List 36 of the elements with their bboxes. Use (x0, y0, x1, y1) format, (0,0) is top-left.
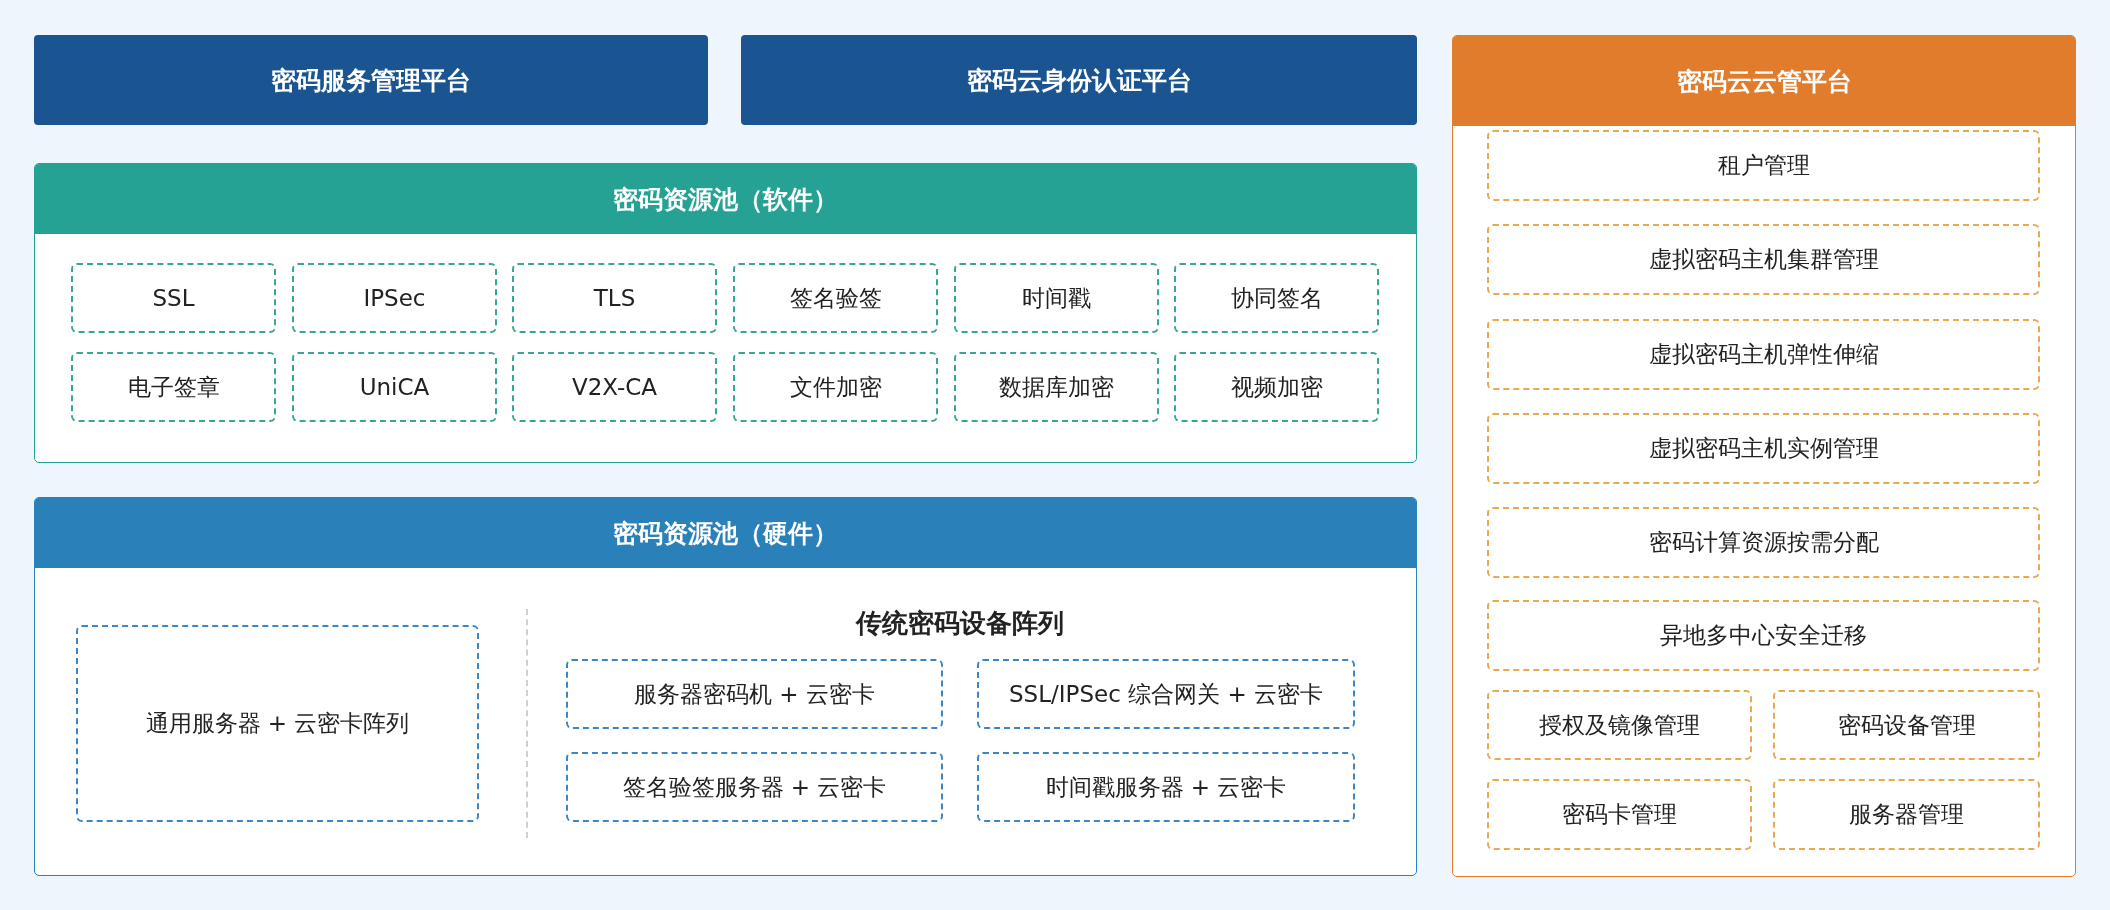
dashed-box: 服务器密码机 + 云密卡 (566, 659, 943, 729)
dashed-box: SSL (71, 263, 276, 333)
dashed-box: 异地多中心安全迁移 (1487, 600, 2040, 671)
dashed-box: 协同签名 (1174, 263, 1379, 333)
panel (34, 163, 1417, 463)
panel (1452, 35, 2076, 877)
dashed-box: V2X-CA (512, 352, 717, 422)
dashed-box: 时间戳 (954, 263, 1159, 333)
dashed-box: 时间戳服务器 + 云密卡 (977, 752, 1355, 822)
dashed-box: SSL/IPSec 综合网关 + 云密卡 (977, 659, 1355, 729)
dashed-box: UniCA (292, 352, 497, 422)
dashed-box: 授权及镜像管理 (1487, 690, 1752, 760)
dashed-box: 租户管理 (1487, 130, 2040, 201)
dashed-box: 通用服务器 + 云密卡阵列 (76, 625, 479, 822)
dashed-box: 密码卡管理 (1487, 779, 1752, 850)
panel-header: 密码资源池（硬件） (35, 498, 1416, 568)
dashed-box: TLS (512, 263, 717, 333)
dashed-box: 虚拟密码主机实例管理 (1487, 413, 2040, 484)
platform-bar: 密码云身份认证平台 (741, 35, 1417, 125)
dashed-box: 数据库加密 (954, 352, 1159, 422)
dashed-box: 密码设备管理 (1773, 690, 2040, 760)
dashed-box: 签名验签 (733, 263, 938, 333)
dashed-box: IPSec (292, 263, 497, 333)
dashed-box: 密码计算资源按需分配 (1487, 507, 2040, 578)
platform-bar: 密码服务管理平台 (34, 35, 708, 125)
panel-header: 密码资源池（软件） (35, 164, 1416, 234)
dashed-box: 视频加密 (1174, 352, 1379, 422)
dashed-box: 签名验签服务器 + 云密卡 (566, 752, 943, 822)
dashed-box: 电子签章 (71, 352, 276, 422)
group-heading: 传统密码设备阵列 (854, 607, 1065, 640)
panel-header: 密码云云管平台 (1453, 36, 2075, 126)
panel (34, 497, 1417, 876)
dashed-box: 服务器管理 (1773, 779, 2040, 850)
dashed-box: 虚拟密码主机弹性伸缩 (1487, 319, 2040, 390)
dashed-box: 虚拟密码主机集群管理 (1487, 224, 2040, 295)
dashed-box: 文件加密 (733, 352, 938, 422)
